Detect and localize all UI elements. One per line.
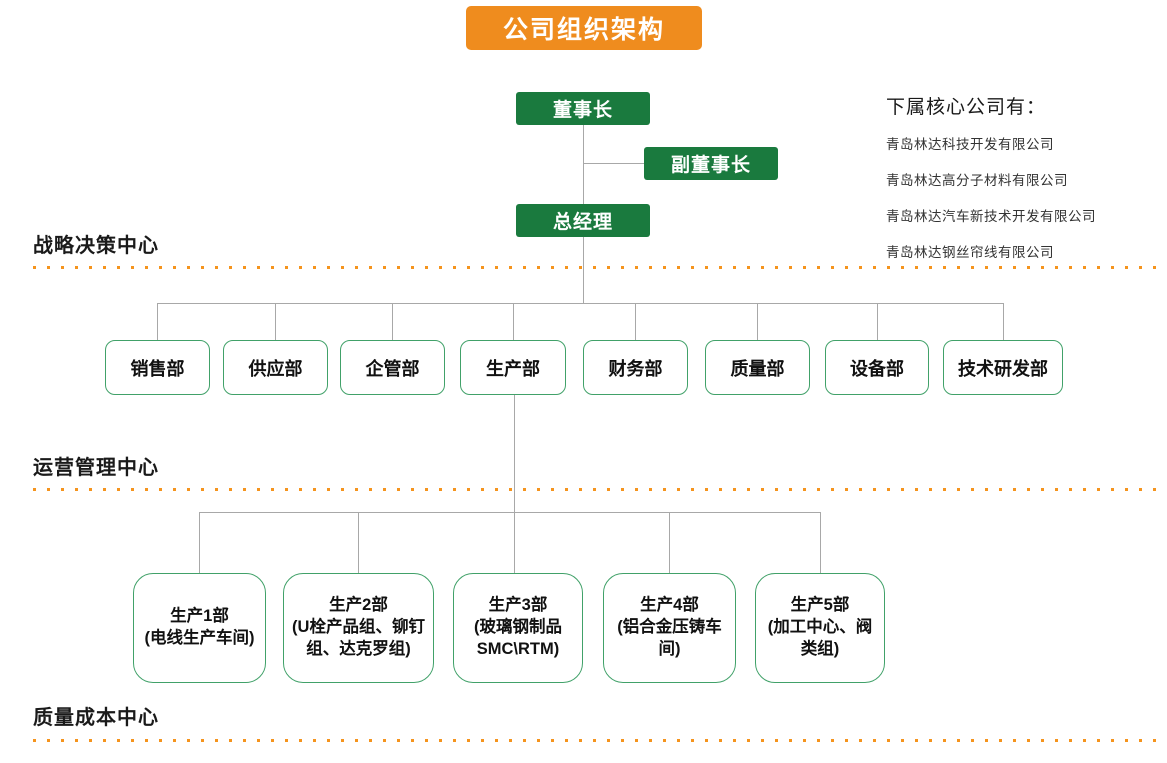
connector-drop-prod-5 xyxy=(820,512,821,573)
node-dept-rnd: 技术研发部 xyxy=(943,340,1063,395)
node-dept-supply: 供应部 xyxy=(223,340,328,395)
node-chairman: 董事长 xyxy=(516,92,650,125)
production-unit-detail: (电线生产车间) xyxy=(144,629,255,647)
subsidiary-company: 青岛林达高分子材料有限公司 xyxy=(886,173,1068,188)
subsidiaries-panel: 下属核心公司有： 青岛林达科技开发有限公司 青岛林达高分子材料有限公司 青岛林达… xyxy=(886,92,1161,277)
production-unit-name: 生产1部 xyxy=(170,607,229,626)
node-vice-chairman: 副董事长 xyxy=(644,147,778,180)
node-dept-finance: 财务部 xyxy=(583,340,688,395)
node-dept-production: 生产部 xyxy=(460,340,566,395)
section-label-quality-cost: 质量成本中心 xyxy=(33,707,159,729)
production-unit-name: 生产4部 xyxy=(640,596,699,615)
production-unit-detail: (U栓产品组、铆钉组、达克罗组) xyxy=(292,618,425,658)
section-label-strategic: 战略决策中心 xyxy=(33,235,159,257)
node-general-manager: 总经理 xyxy=(516,204,650,237)
connector-chairman-gm xyxy=(583,124,584,204)
connector-vice-chairman-stub xyxy=(583,163,644,164)
connector-drop-dept-6 xyxy=(757,303,758,340)
connector-drop-prod-2 xyxy=(358,512,359,573)
divider-operations xyxy=(33,488,1167,491)
node-dept-quality: 质量部 xyxy=(705,340,810,395)
divider-strategic xyxy=(33,266,1167,269)
connector-drop-dept-2 xyxy=(275,303,276,340)
subsidiary-company: 青岛林达科技开发有限公司 xyxy=(886,137,1054,152)
divider-quality-cost xyxy=(33,739,1167,742)
connector-production-rail xyxy=(199,512,820,513)
production-unit-name: 生产5部 xyxy=(790,596,850,615)
connector-drop-dept-7 xyxy=(877,303,878,340)
node-dept-equipment: 设备部 xyxy=(825,340,929,395)
subsidiaries-header: 下属核心公司有： xyxy=(886,97,1047,118)
subsidiary-company: 青岛林达汽车新技术开发有限公司 xyxy=(886,209,1096,224)
subsidiary-company: 青岛林达钢丝帘线有限公司 xyxy=(886,245,1054,260)
node-dept-enterprise-mgmt: 企管部 xyxy=(340,340,445,395)
production-unit-detail: (玻璃钢制品SMC\RTM) xyxy=(474,618,562,658)
connector-drop-dept-3 xyxy=(392,303,393,340)
production-unit-detail: (铝合金压铸车间) xyxy=(617,618,722,658)
node-dept-sales: 销售部 xyxy=(105,340,210,395)
production-unit-name: 生产2部 xyxy=(329,596,388,615)
connector-production-down xyxy=(514,395,515,573)
connector-gm-down xyxy=(583,237,584,303)
connector-drop-prod-4 xyxy=(669,512,670,573)
node-production-unit-4: 生产4部 (铝合金压铸车间) xyxy=(603,573,736,683)
connector-drop-prod-1 xyxy=(199,512,200,573)
connector-drop-dept-5 xyxy=(635,303,636,340)
node-production-unit-1: 生产1部 (电线生产车间) xyxy=(133,573,266,683)
production-unit-name: 生产3部 xyxy=(488,596,548,615)
page-title: 公司组织架构 xyxy=(466,6,702,50)
connector-drop-dept-4 xyxy=(513,303,514,340)
connector-drop-dept-1 xyxy=(157,303,158,340)
node-production-unit-2: 生产2部 (U栓产品组、铆钉组、达克罗组) xyxy=(283,573,434,683)
connector-drop-dept-8 xyxy=(1003,303,1004,340)
connector-departments-rail xyxy=(157,303,1003,304)
node-production-unit-5: 生产5部 (加工中心、阀类组) xyxy=(755,573,885,683)
section-label-operations: 运营管理中心 xyxy=(33,457,159,479)
node-production-unit-3: 生产3部 (玻璃钢制品SMC\RTM) xyxy=(453,573,583,683)
production-unit-detail: (加工中心、阀类组) xyxy=(767,618,873,658)
